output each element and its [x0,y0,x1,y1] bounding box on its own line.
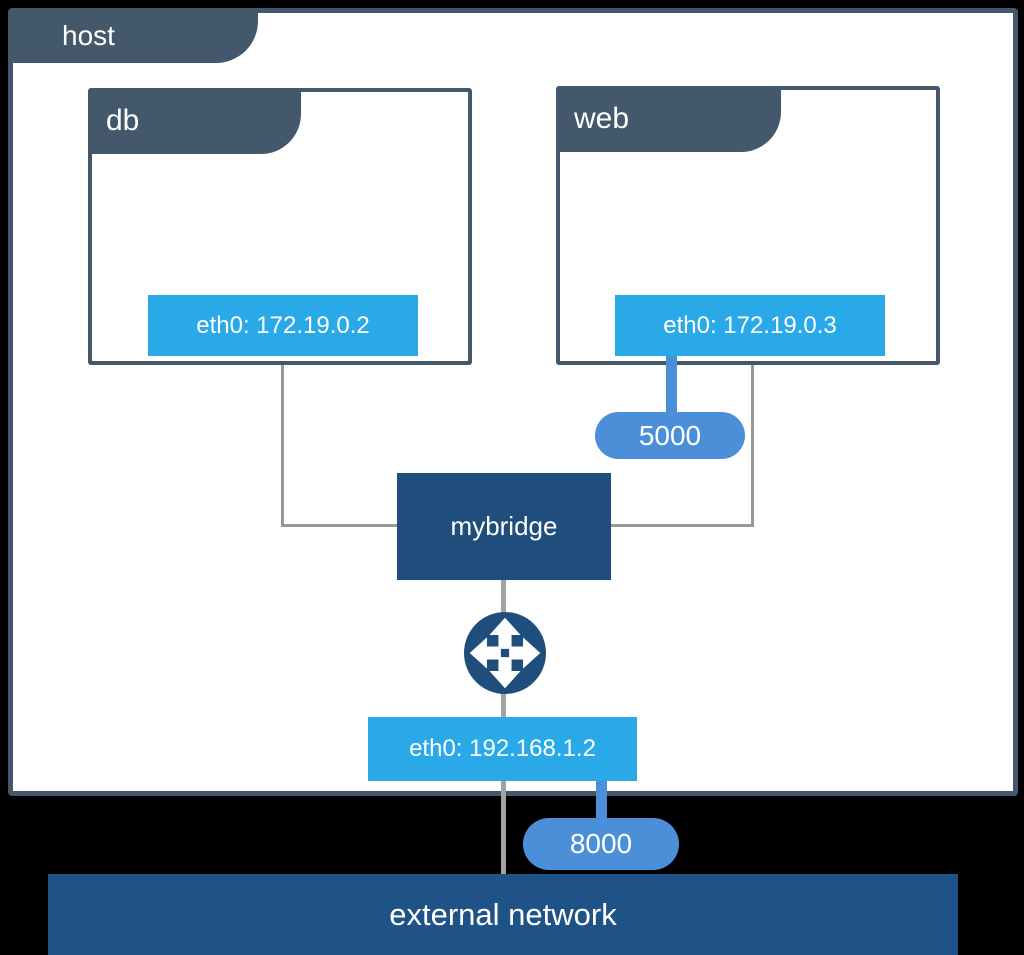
port-8000-badge: 8000 [523,818,679,870]
container-web-label: web [574,102,630,135]
port-5000-link [666,352,677,415]
port-5000-text: 5000 [638,419,702,451]
connector-db-vertical [281,363,284,526]
external-network-label: external network [389,896,617,932]
db-interface-label: eth0: 172.19.0.2 [148,295,418,356]
host-interface-label: eth0: 192.168.1.2 [368,717,637,781]
external-network-bar: external network [48,874,958,955]
web-interface-text: eth0: 172.19.0.3 [663,311,837,339]
bridge-label: mybridge [450,511,558,541]
host-interface-text: eth0: 192.168.1.2 [409,735,596,762]
container-db-tab: db [88,88,301,154]
port-8000-text: 8000 [569,828,633,859]
db-interface-text: eth0: 172.19.0.2 [196,311,370,339]
connector-web-vertical [751,363,754,526]
connector-db-horizontal [281,524,401,527]
connector-web-horizontal [609,524,754,527]
port-8000-link [596,778,607,822]
bridge-box: mybridge [397,473,611,580]
host-label: host [62,19,115,51]
host-tab: host [8,8,258,63]
nat-router-icon [464,612,546,694]
web-interface-label: eth0: 172.19.0.3 [615,295,885,356]
container-db-label: db [106,104,140,137]
port-5000-badge: 5000 [595,412,745,459]
container-web-tab: web [556,86,781,152]
